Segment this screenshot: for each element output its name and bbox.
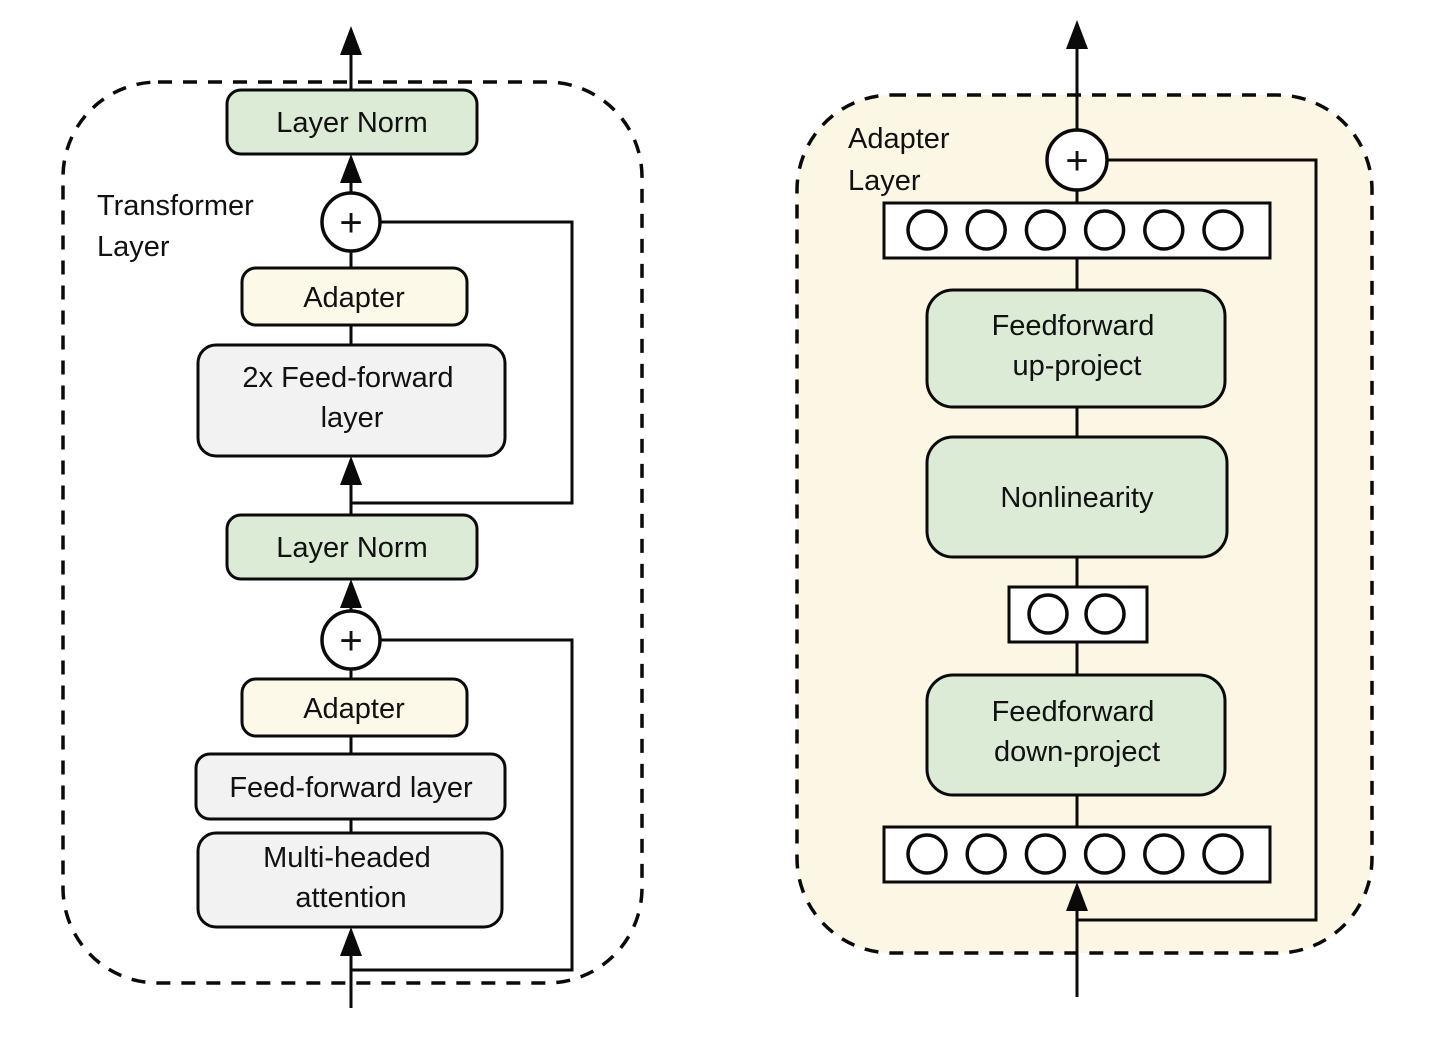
feature-circle bbox=[965, 833, 1007, 875]
multi-headed-attention-box bbox=[196, 831, 504, 929]
feature-row-bottom-circles bbox=[906, 833, 1244, 875]
feature-circle bbox=[1084, 593, 1126, 635]
input-arrow-left bbox=[340, 927, 362, 956]
feedforward-up-project-label: Feedforward up-project bbox=[992, 310, 1163, 382]
adapter-layer-panel: + Feedforward up-project Nonlinearity Fe… bbox=[795, 20, 1374, 997]
input-arrow-right bbox=[1066, 882, 1088, 911]
adapter-panel-label: Adapter Layer bbox=[848, 123, 958, 197]
layer-norm-mid-box bbox=[225, 513, 479, 581]
plus-sign-top: + bbox=[339, 201, 362, 245]
feature-circle bbox=[906, 833, 948, 875]
adapter-bottom-label: Adapter bbox=[303, 693, 405, 725]
multi-headed-attention-label: Multi-headed attention bbox=[263, 842, 439, 914]
plus-sign-bottom: + bbox=[339, 619, 362, 663]
feature-circle bbox=[1024, 209, 1067, 251]
arrow-into-ff2x bbox=[340, 456, 362, 485]
feedforward-up-project-box bbox=[925, 288, 1227, 409]
transformer-panel-label: Transformer Layer bbox=[97, 190, 262, 263]
layer-norm-top-box bbox=[225, 88, 479, 156]
feature-circle bbox=[1027, 593, 1069, 635]
feature-circle bbox=[1143, 209, 1185, 251]
feature-circle bbox=[1083, 833, 1126, 875]
nonlinearity-label: Nonlinearity bbox=[1000, 482, 1154, 514]
feedforward-down-project-box bbox=[925, 673, 1227, 797]
feature-circle bbox=[1083, 209, 1126, 251]
nonlinearity-box bbox=[925, 435, 1229, 559]
plus-sign-adapter: + bbox=[1065, 139, 1088, 183]
feature-circle bbox=[965, 209, 1007, 251]
feature-circle bbox=[906, 209, 948, 251]
feedforward-layer-box bbox=[194, 752, 507, 821]
feature-circle bbox=[1024, 833, 1067, 875]
adapter-bottom-box bbox=[240, 677, 469, 738]
feedforward-down-project-label: Feedforward down-project bbox=[992, 696, 1163, 768]
feedforward-layer-label: Feed-forward layer bbox=[229, 772, 473, 804]
adapter-skip-connection bbox=[1077, 158, 1318, 922]
feedforward-2x-label: 2x Feed-forward layer bbox=[242, 362, 461, 434]
add-node-adapter bbox=[1045, 128, 1109, 192]
bottleneck-row-circles bbox=[1027, 593, 1126, 635]
output-arrow-right bbox=[1066, 20, 1088, 49]
transformer-layer-panel: Layer Norm + Adapter 2x Feed-forward lay… bbox=[61, 26, 644, 1008]
layer-norm-mid-label: Layer Norm bbox=[276, 532, 428, 564]
arrow-into-layernorm1 bbox=[340, 154, 362, 183]
feature-circle bbox=[1202, 833, 1244, 875]
add-node-bottom bbox=[320, 609, 382, 671]
output-arrow-left bbox=[340, 26, 362, 55]
feedforward-2x-box bbox=[196, 343, 507, 458]
add-node-top bbox=[320, 191, 382, 253]
residual-connection-bottom bbox=[351, 638, 574, 972]
adapter-top-box bbox=[240, 266, 469, 327]
feature-circle bbox=[1143, 833, 1185, 875]
arrow-into-layernorm2 bbox=[340, 579, 362, 608]
feature-row-top-circles bbox=[906, 209, 1244, 251]
feature-circle bbox=[1202, 209, 1244, 251]
layer-norm-top-label: Layer Norm bbox=[276, 107, 428, 139]
residual-connection-top bbox=[351, 220, 574, 505]
adapter-top-label: Adapter bbox=[303, 282, 405, 314]
